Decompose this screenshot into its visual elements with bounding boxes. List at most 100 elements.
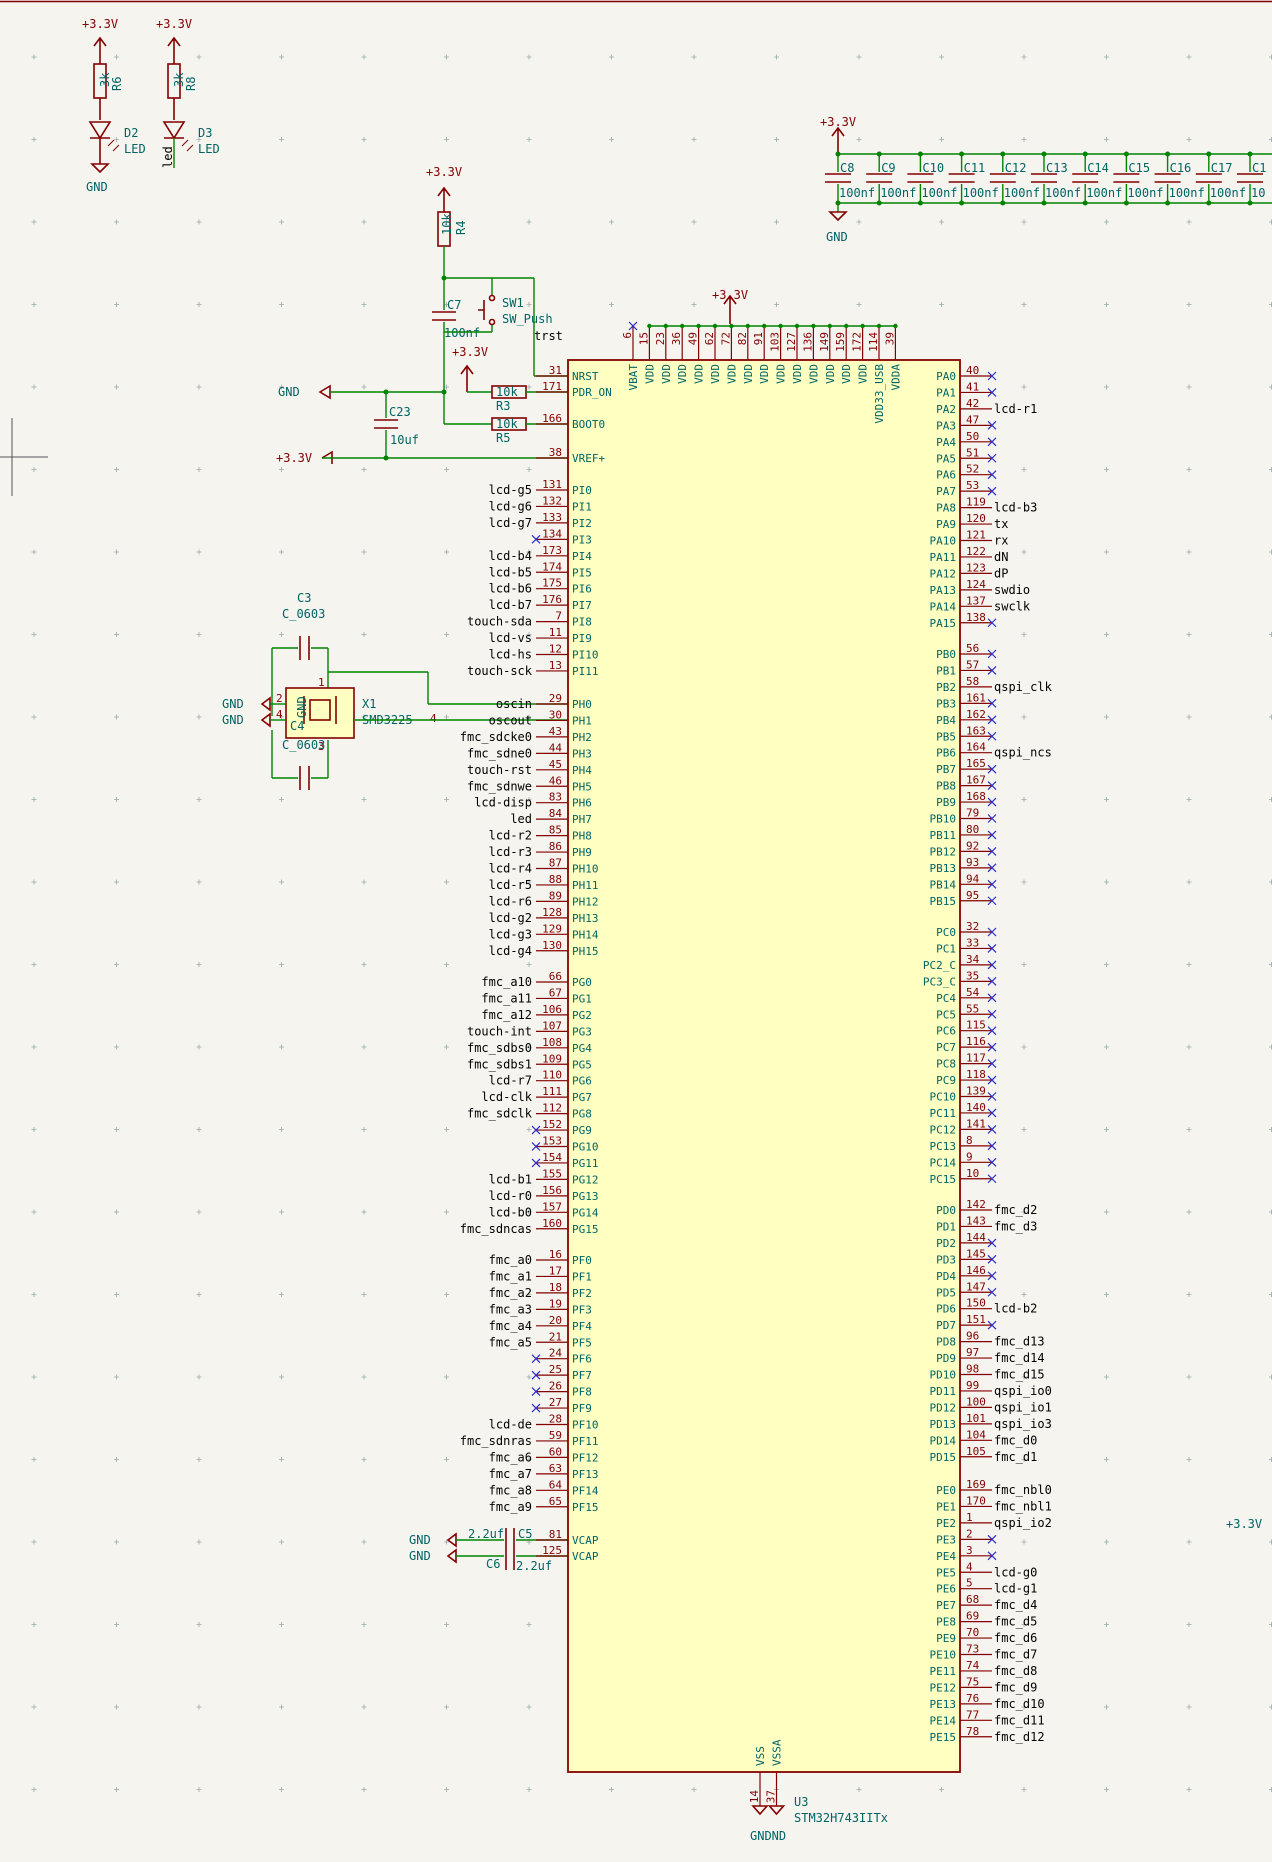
pin-name-pf5: PF5 bbox=[572, 1336, 592, 1349]
pin-name-vdd: VDD bbox=[824, 364, 837, 384]
net-label-lcd-g4: lcd-g4 bbox=[489, 944, 532, 958]
r5-value: 10k bbox=[496, 417, 518, 431]
pin-name-pd12: PD12 bbox=[930, 1401, 957, 1414]
pin-name-pe14: PE14 bbox=[930, 1714, 957, 1727]
no-connect-icon bbox=[987, 1254, 997, 1264]
net-label-lcd-g6: lcd-g6 bbox=[489, 499, 532, 513]
decap-value: 100nf bbox=[963, 186, 999, 200]
pin-number: 155 bbox=[542, 1167, 562, 1180]
pin-name-vbat: VBAT bbox=[627, 364, 640, 391]
pin-number: 80 bbox=[966, 823, 979, 836]
mcu-top-pins: 6VBAT15VDD23VDD36VDD49VDD62VDD72VDD82VDD… bbox=[621, 321, 902, 424]
net-label-lcd-r5: lcd-r5 bbox=[489, 878, 532, 892]
pin-number: 88 bbox=[549, 873, 562, 886]
net-label-qspi-clk: qspi_clk bbox=[994, 680, 1053, 694]
c7-value: 100nf bbox=[444, 326, 480, 340]
pin-name-pc3-c: PC3_C bbox=[923, 975, 956, 988]
no-connect-icon bbox=[987, 1124, 997, 1134]
pin-number: 70 bbox=[966, 1626, 979, 1639]
pin-number: 130 bbox=[542, 939, 562, 952]
mcu-stm32h743[interactable]: NRST31PDR_ON171BOOT0166VREF+38PI0131lcd-… bbox=[460, 288, 1053, 1843]
c23-value: 10uf bbox=[390, 433, 419, 447]
pin-name-pd10: PD10 bbox=[930, 1369, 957, 1382]
gnd-label: GND bbox=[86, 180, 108, 194]
no-connect-icon bbox=[987, 1026, 997, 1036]
pin-number: 67 bbox=[549, 986, 562, 999]
no-connect-icon bbox=[987, 470, 997, 480]
net-label-lcd-g3: lcd-g3 bbox=[489, 927, 532, 941]
pin-name-pf7: PF7 bbox=[572, 1369, 592, 1382]
pin-name-pf10: PF10 bbox=[572, 1419, 599, 1432]
pin-number: 14 bbox=[748, 1790, 761, 1804]
no-connect-icon bbox=[628, 321, 638, 331]
pin-name-pg6: PG6 bbox=[572, 1075, 592, 1088]
no-connect-icon bbox=[987, 944, 997, 953]
gnd-label: GND bbox=[278, 385, 300, 399]
pin-name-pb5: PB5 bbox=[936, 730, 956, 743]
decap-ref: C13 bbox=[1046, 161, 1068, 175]
pin-number: 157 bbox=[542, 1200, 562, 1213]
pin-number: 76 bbox=[966, 1692, 979, 1705]
reset-circuit[interactable]: +3.3V 10k R4 C7 100nf SW1 SW_Push trst +… bbox=[276, 165, 568, 465]
net-label-lcd-disp: lcd-disp bbox=[474, 796, 532, 810]
net-label-fmc-sdbs1: fmc_sdbs1 bbox=[467, 1057, 532, 1071]
pin-number: 73 bbox=[966, 1643, 979, 1656]
pin-name-pi10: PI10 bbox=[572, 649, 599, 662]
decoupling-capacitor-row[interactable]: +3.3V GND C8100nfC9100nfC10100nfC11100nf… bbox=[820, 115, 1272, 244]
pin-number: 23 bbox=[654, 332, 667, 345]
net-label-fmc-a11: fmc_a11 bbox=[481, 991, 532, 1005]
pin-number: 89 bbox=[549, 889, 562, 902]
pin-name-pb10: PB10 bbox=[930, 813, 957, 826]
pin-number: 87 bbox=[549, 857, 562, 870]
pin-name-vdd: VDD bbox=[660, 364, 673, 384]
net-label-fmc-sdbs0: fmc_sdbs0 bbox=[467, 1041, 532, 1055]
led-branch-d2[interactable]: +3.3V 3k R6 D2 LED GND bbox=[82, 17, 146, 194]
pin-name-vcap: VCAP bbox=[572, 1534, 599, 1547]
pin-number: 150 bbox=[966, 1297, 986, 1310]
c5-value: 2.2uf bbox=[468, 1527, 504, 1541]
no-connect-icon bbox=[531, 1158, 541, 1168]
pin-name-vss: VSS bbox=[754, 1746, 767, 1766]
pin-number: 95 bbox=[966, 889, 979, 902]
vcap-capacitors[interactable]: GND GND 2.2uf C5 C6 2.2uf bbox=[409, 1527, 568, 1573]
led-branch-d3[interactable]: +3.3V 3k R8 led D3 LED bbox=[156, 17, 220, 168]
pin-name-pc11: PC11 bbox=[930, 1107, 957, 1120]
net-label-fmc-sdne0: fmc_sdne0 bbox=[467, 746, 532, 760]
no-connect-icon bbox=[987, 960, 997, 970]
decap-ref: C1 bbox=[1252, 161, 1266, 175]
net-label-trst: trst bbox=[534, 329, 563, 343]
pin-name-pb13: PB13 bbox=[930, 862, 957, 875]
no-connect-icon bbox=[531, 534, 541, 544]
crystal-oscillator-circuit[interactable]: C3 C_0603 GND 1 2 4 3 4 X1 SMD3225 C4 C_… bbox=[222, 591, 568, 790]
d2-ref: D2 bbox=[124, 126, 138, 140]
net-label-fmc-d12: fmc_d12 bbox=[994, 1730, 1045, 1744]
pin-number: 53 bbox=[966, 479, 979, 492]
pin-number: 98 bbox=[966, 1363, 979, 1376]
pin-name-pb4: PB4 bbox=[936, 714, 956, 727]
pin-name-vdd: VDD bbox=[758, 364, 771, 384]
pin-name-pa4: PA4 bbox=[936, 436, 956, 449]
mcu-body bbox=[567, 359, 961, 1773]
pin-name-pe3: PE3 bbox=[936, 1533, 956, 1546]
pin-name-pi11: PI11 bbox=[572, 665, 599, 678]
pin-name-pd4: PD4 bbox=[936, 1270, 956, 1283]
pin-name-ph2: PH2 bbox=[572, 731, 592, 744]
pin-number: 134 bbox=[542, 527, 562, 540]
pin-name-pc14: PC14 bbox=[930, 1156, 957, 1169]
c6-ref: C6 bbox=[486, 1557, 500, 1571]
pin-number: 100 bbox=[966, 1395, 986, 1408]
c5-ref: C5 bbox=[518, 1527, 532, 1541]
pin-name-pdr-on: PDR_ON bbox=[572, 386, 612, 399]
power-label: +3.3V bbox=[452, 345, 488, 359]
pin-name-pf3: PF3 bbox=[572, 1303, 592, 1316]
net-label-lcd-b1: lcd-b1 bbox=[489, 1172, 532, 1186]
no-connect-icon bbox=[987, 1238, 997, 1248]
pin-number: 105 bbox=[966, 1445, 986, 1458]
crystal-pin-3: 3 bbox=[318, 740, 325, 753]
net-label-qspi-io0: qspi_io0 bbox=[994, 1384, 1052, 1398]
pin-number: 141 bbox=[966, 1117, 986, 1130]
pin-number: 121 bbox=[966, 529, 986, 542]
pin-number: 106 bbox=[542, 1003, 562, 1016]
no-connect-icon bbox=[531, 1370, 541, 1380]
no-connect-icon bbox=[987, 1108, 997, 1118]
